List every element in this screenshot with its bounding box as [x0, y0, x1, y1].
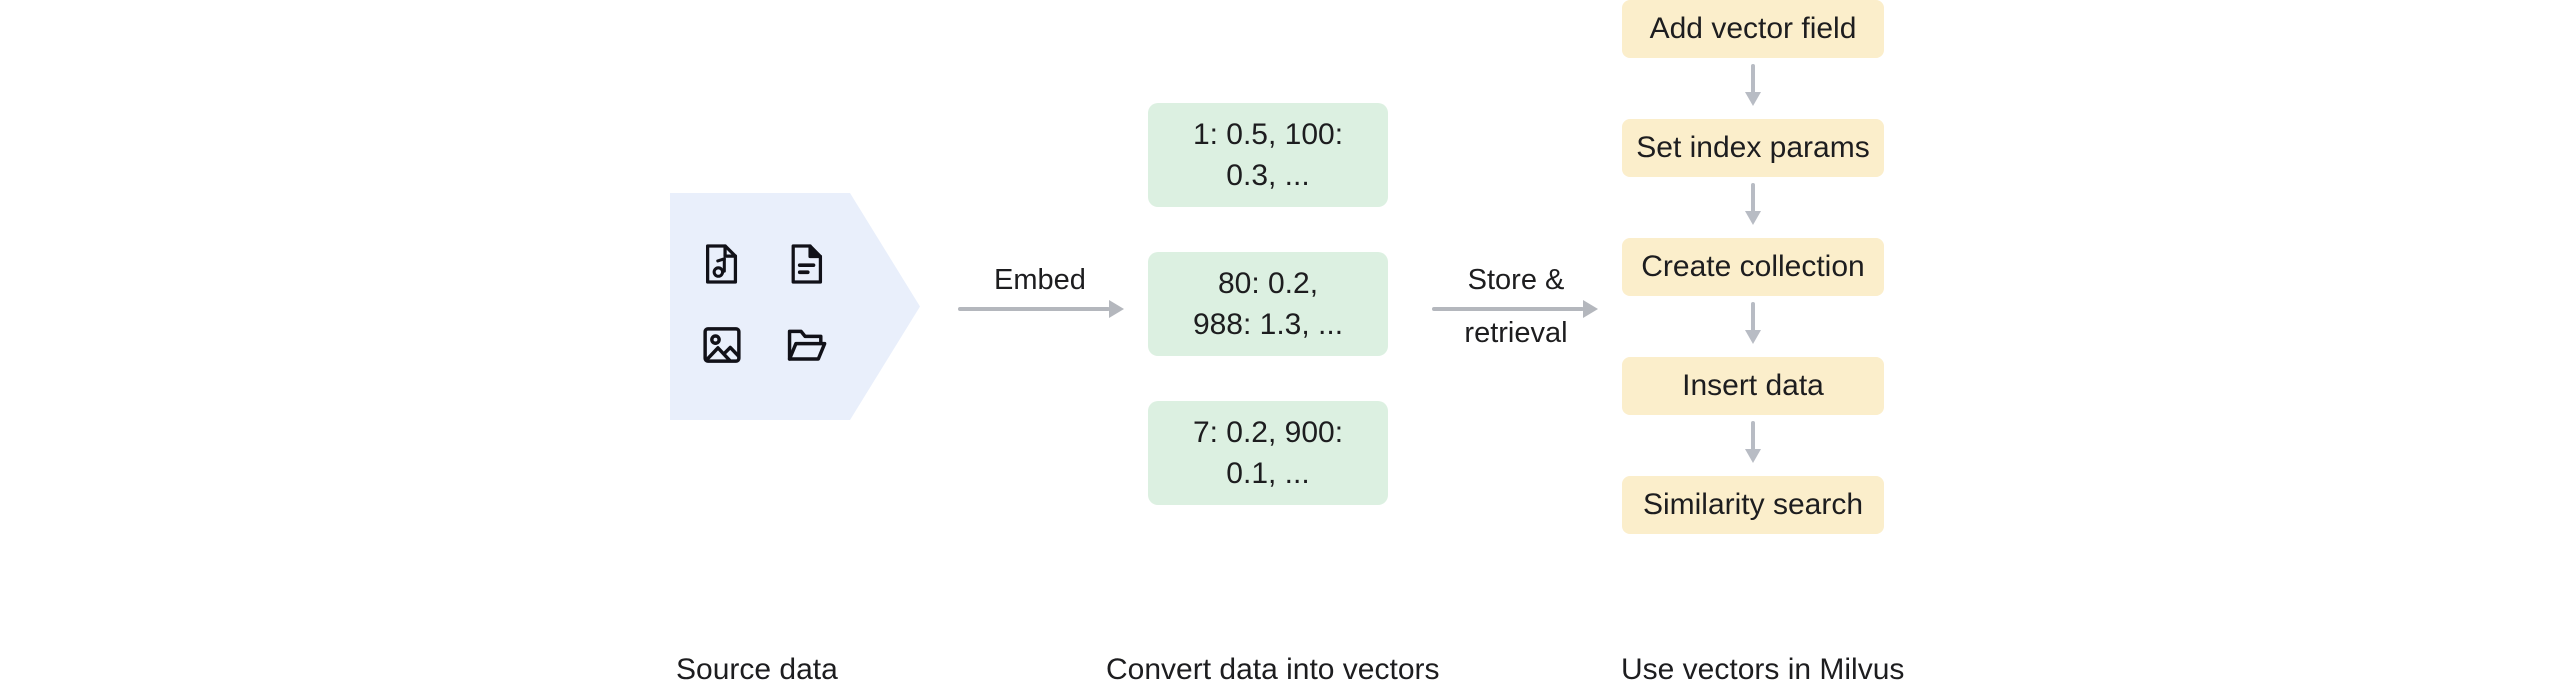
step-arrow-head [1745, 449, 1761, 463]
vector-box-line1: 80: 0.2, [1217, 267, 1319, 300]
embed-arrow-line [958, 307, 1110, 311]
milvus-step-set-index-params[interactable]: Set index params [1622, 119, 1884, 177]
vector-box-line1: 7: 0.2, 900: [1192, 416, 1344, 449]
vector-box: 80: 0.2, 988: 1.3, ... [1148, 252, 1388, 356]
vector-box-line2: 0.3, ... [1226, 159, 1310, 192]
vector-box-line1: 1: 0.5, 100: [1192, 118, 1344, 151]
step-arrow-down-icon [1745, 64, 1761, 106]
vector-box: 7: 0.2, 900: 0.1, ... [1148, 401, 1388, 505]
milvus-step-add-vector-field[interactable]: Add vector field [1622, 0, 1884, 58]
step-arrow-line [1751, 183, 1755, 213]
audio-file-icon [698, 240, 746, 288]
store-retrieval-arrow [1432, 296, 1598, 322]
source-data-block [670, 193, 920, 420]
caption-use-vectors: Use vectors in Milvus [1621, 653, 1905, 686]
milvus-step-insert-data[interactable]: Insert data [1622, 357, 1884, 415]
store-arrow-line [1432, 307, 1584, 311]
text-file-icon [783, 240, 831, 288]
image-file-icon [698, 321, 746, 369]
step-arrow-line [1751, 421, 1755, 451]
vector-box: 1: 0.5, 100: 0.3, ... [1148, 103, 1388, 207]
embed-arrow-head [1109, 300, 1124, 318]
store-arrow-label-line1: Store & [1467, 264, 1565, 296]
vector-box-line2: 988: 1.3, ... [1192, 308, 1344, 341]
folder-open-icon [783, 321, 831, 369]
step-arrow-down-icon [1745, 183, 1761, 225]
embed-arrow-label: Embed [994, 264, 1086, 296]
step-arrow-head [1745, 211, 1761, 225]
milvus-step-similarity-search[interactable]: Similarity search [1622, 476, 1884, 534]
store-arrow-label-line2: retrieval [1464, 317, 1568, 349]
step-arrow-line [1751, 64, 1755, 94]
vector-box-line2: 0.1, ... [1226, 457, 1310, 490]
step-arrow-head [1745, 92, 1761, 106]
embed-arrow [958, 296, 1124, 322]
step-arrow-down-icon [1745, 421, 1761, 463]
milvus-step-create-collection[interactable]: Create collection [1622, 238, 1884, 296]
step-arrow-head [1745, 330, 1761, 344]
caption-convert-data: Convert data into vectors [1106, 653, 1440, 686]
caption-source-data: Source data [676, 653, 838, 686]
source-icon-grid [698, 240, 848, 380]
store-arrow-head [1583, 300, 1598, 318]
step-arrow-down-icon [1745, 302, 1761, 344]
step-arrow-line [1751, 302, 1755, 332]
